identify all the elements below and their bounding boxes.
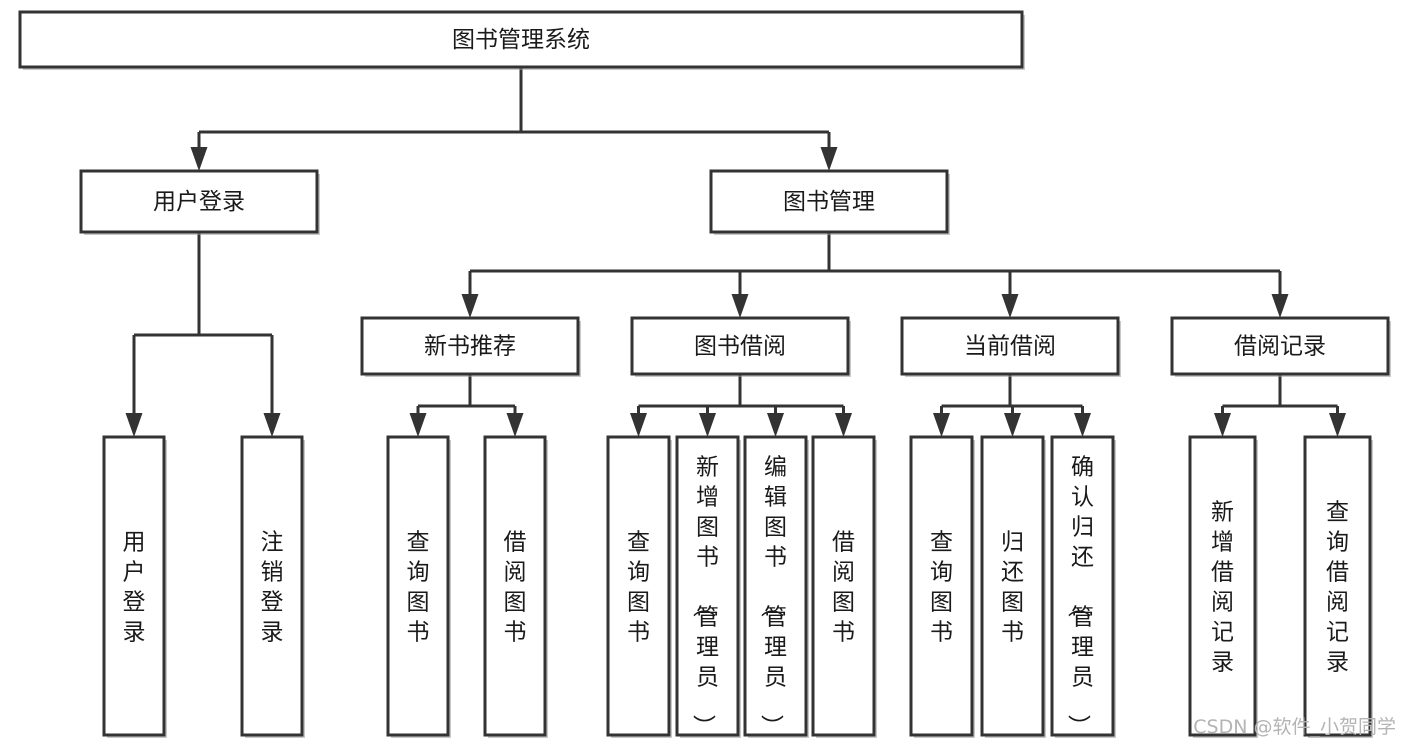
node-current[interactable]: 当前借阅 (900, 316, 1121, 377)
node-label: 图书管理 (783, 189, 875, 215)
arrow-head-icon (190, 147, 208, 171)
arrow-head-icon (1329, 413, 1346, 437)
node-newbook[interactable]: 新书推荐 (360, 316, 581, 377)
node-leaf-record-add[interactable]: 新增借阅记录 (1188, 435, 1258, 738)
node-label: 注销登录 (261, 529, 284, 645)
node-leaf-borrow-query[interactable]: 查询图书 (606, 435, 672, 738)
arrow-head-icon (630, 413, 647, 437)
node-label: 借阅图书 (832, 529, 855, 645)
node-box[interactable] (811, 435, 876, 737)
arrow-head-icon (461, 294, 479, 318)
node-login[interactable]: 用户登录 (79, 169, 320, 235)
node-leaf-current-query[interactable]: 查询图书 (909, 435, 975, 738)
arrow-head-icon (1271, 294, 1289, 318)
arrow-head-icon (506, 413, 524, 437)
node-box[interactable] (606, 435, 671, 737)
node-box[interactable] (102, 435, 166, 737)
node-label: 查询借阅记录 (1326, 499, 1349, 675)
node-label: 用户登录 (123, 529, 146, 645)
arrow-head-icon (820, 147, 838, 171)
node-box[interactable] (79, 169, 319, 234)
node-label: 新增图书（管理员） (690, 454, 719, 737)
node-label: 用户登录 (153, 189, 245, 215)
node-label: 图书借阅 (694, 334, 786, 360)
node-box[interactable] (1303, 435, 1372, 737)
node-box[interactable] (630, 316, 850, 376)
node-records[interactable]: 借阅记录 (1170, 316, 1391, 377)
connector-layer (125, 67, 1346, 437)
node-leaf-new-query[interactable]: 查询图书 (386, 435, 451, 738)
arrow-head-icon (409, 413, 427, 437)
arrow-head-icon (263, 413, 281, 437)
node-layer: 图书管理系统用户登录图书管理新书推荐图书借阅当前借阅借阅记录用户登录注销登录查询… (18, 10, 1391, 738)
node-bookmgmt[interactable]: 图书管理 (709, 169, 950, 235)
node-label: 编辑图书（管理员） (758, 454, 787, 737)
arrow-head-icon (125, 413, 143, 437)
node-box[interactable] (18, 10, 1024, 69)
node-box[interactable] (1170, 316, 1390, 376)
arrow-head-icon (933, 413, 950, 437)
connector-root-to-level2 (190, 67, 838, 171)
node-box[interactable] (386, 435, 450, 737)
node-box[interactable] (360, 316, 580, 376)
arrow-head-icon (699, 413, 716, 437)
node-leaf-new-borrow[interactable]: 借阅图书 (483, 435, 548, 738)
node-label: 新增借阅记录 (1211, 499, 1234, 675)
node-label: 当前借阅 (964, 334, 1056, 360)
node-label: 借阅图书 (504, 529, 527, 645)
arrow-head-icon (1004, 413, 1021, 437)
arrow-head-icon (731, 294, 749, 318)
connector-login-to-leaves (125, 232, 281, 437)
node-label: 新书推荐 (424, 334, 516, 360)
node-leaf-user-logout[interactable]: 注销登录 (240, 435, 305, 738)
node-label: 查询图书 (627, 529, 650, 645)
node-leaf-current-confirm[interactable]: 确认归还（管理员） (1050, 435, 1116, 738)
node-label: 归还图书 (1001, 529, 1024, 645)
node-box[interactable] (743, 435, 808, 737)
node-root[interactable]: 图书管理系统 (18, 10, 1025, 70)
node-label: 查询图书 (930, 529, 953, 645)
node-box[interactable] (909, 435, 974, 737)
connector-bookmgmt-to-level3 (461, 232, 1289, 318)
node-leaf-borrow-lend[interactable]: 借阅图书 (811, 435, 877, 738)
connector-current-to-leaves (933, 374, 1091, 437)
connector-borrow-to-leaves (630, 374, 852, 437)
arrow-head-icon (1074, 413, 1091, 437)
node-box[interactable] (483, 435, 547, 737)
node-leaf-current-return[interactable]: 归还图书 (980, 435, 1046, 738)
node-label: 借阅记录 (1234, 334, 1326, 360)
node-label: 图书管理系统 (452, 27, 590, 53)
node-box[interactable] (675, 435, 740, 737)
node-box[interactable] (1050, 435, 1115, 737)
node-box[interactable] (900, 316, 1120, 376)
node-leaf-borrow-add[interactable]: 新增图书（管理员） (675, 435, 741, 738)
node-box[interactable] (980, 435, 1045, 737)
connector-newbook-to-leaves (409, 374, 524, 437)
node-label: 确认归还（管理员） (1065, 454, 1094, 737)
connector-records-to-leaves (1214, 374, 1346, 437)
node-leaf-borrow-edit[interactable]: 编辑图书（管理员） (743, 435, 809, 738)
arrow-head-icon (767, 413, 784, 437)
arrow-head-icon (1001, 294, 1019, 318)
node-leaf-user-login[interactable]: 用户登录 (102, 435, 167, 738)
node-label: 查询图书 (407, 529, 430, 645)
node-box[interactable] (1188, 435, 1257, 737)
node-borrow[interactable]: 图书借阅 (630, 316, 851, 377)
arrow-head-icon (835, 413, 852, 437)
watermark-label: CSDN @软件_小贺同学 (1193, 716, 1396, 738)
arrow-head-icon (1214, 413, 1231, 437)
node-leaf-record-query[interactable]: 查询借阅记录 (1303, 435, 1373, 738)
node-box[interactable] (709, 169, 949, 234)
node-box[interactable] (240, 435, 304, 737)
